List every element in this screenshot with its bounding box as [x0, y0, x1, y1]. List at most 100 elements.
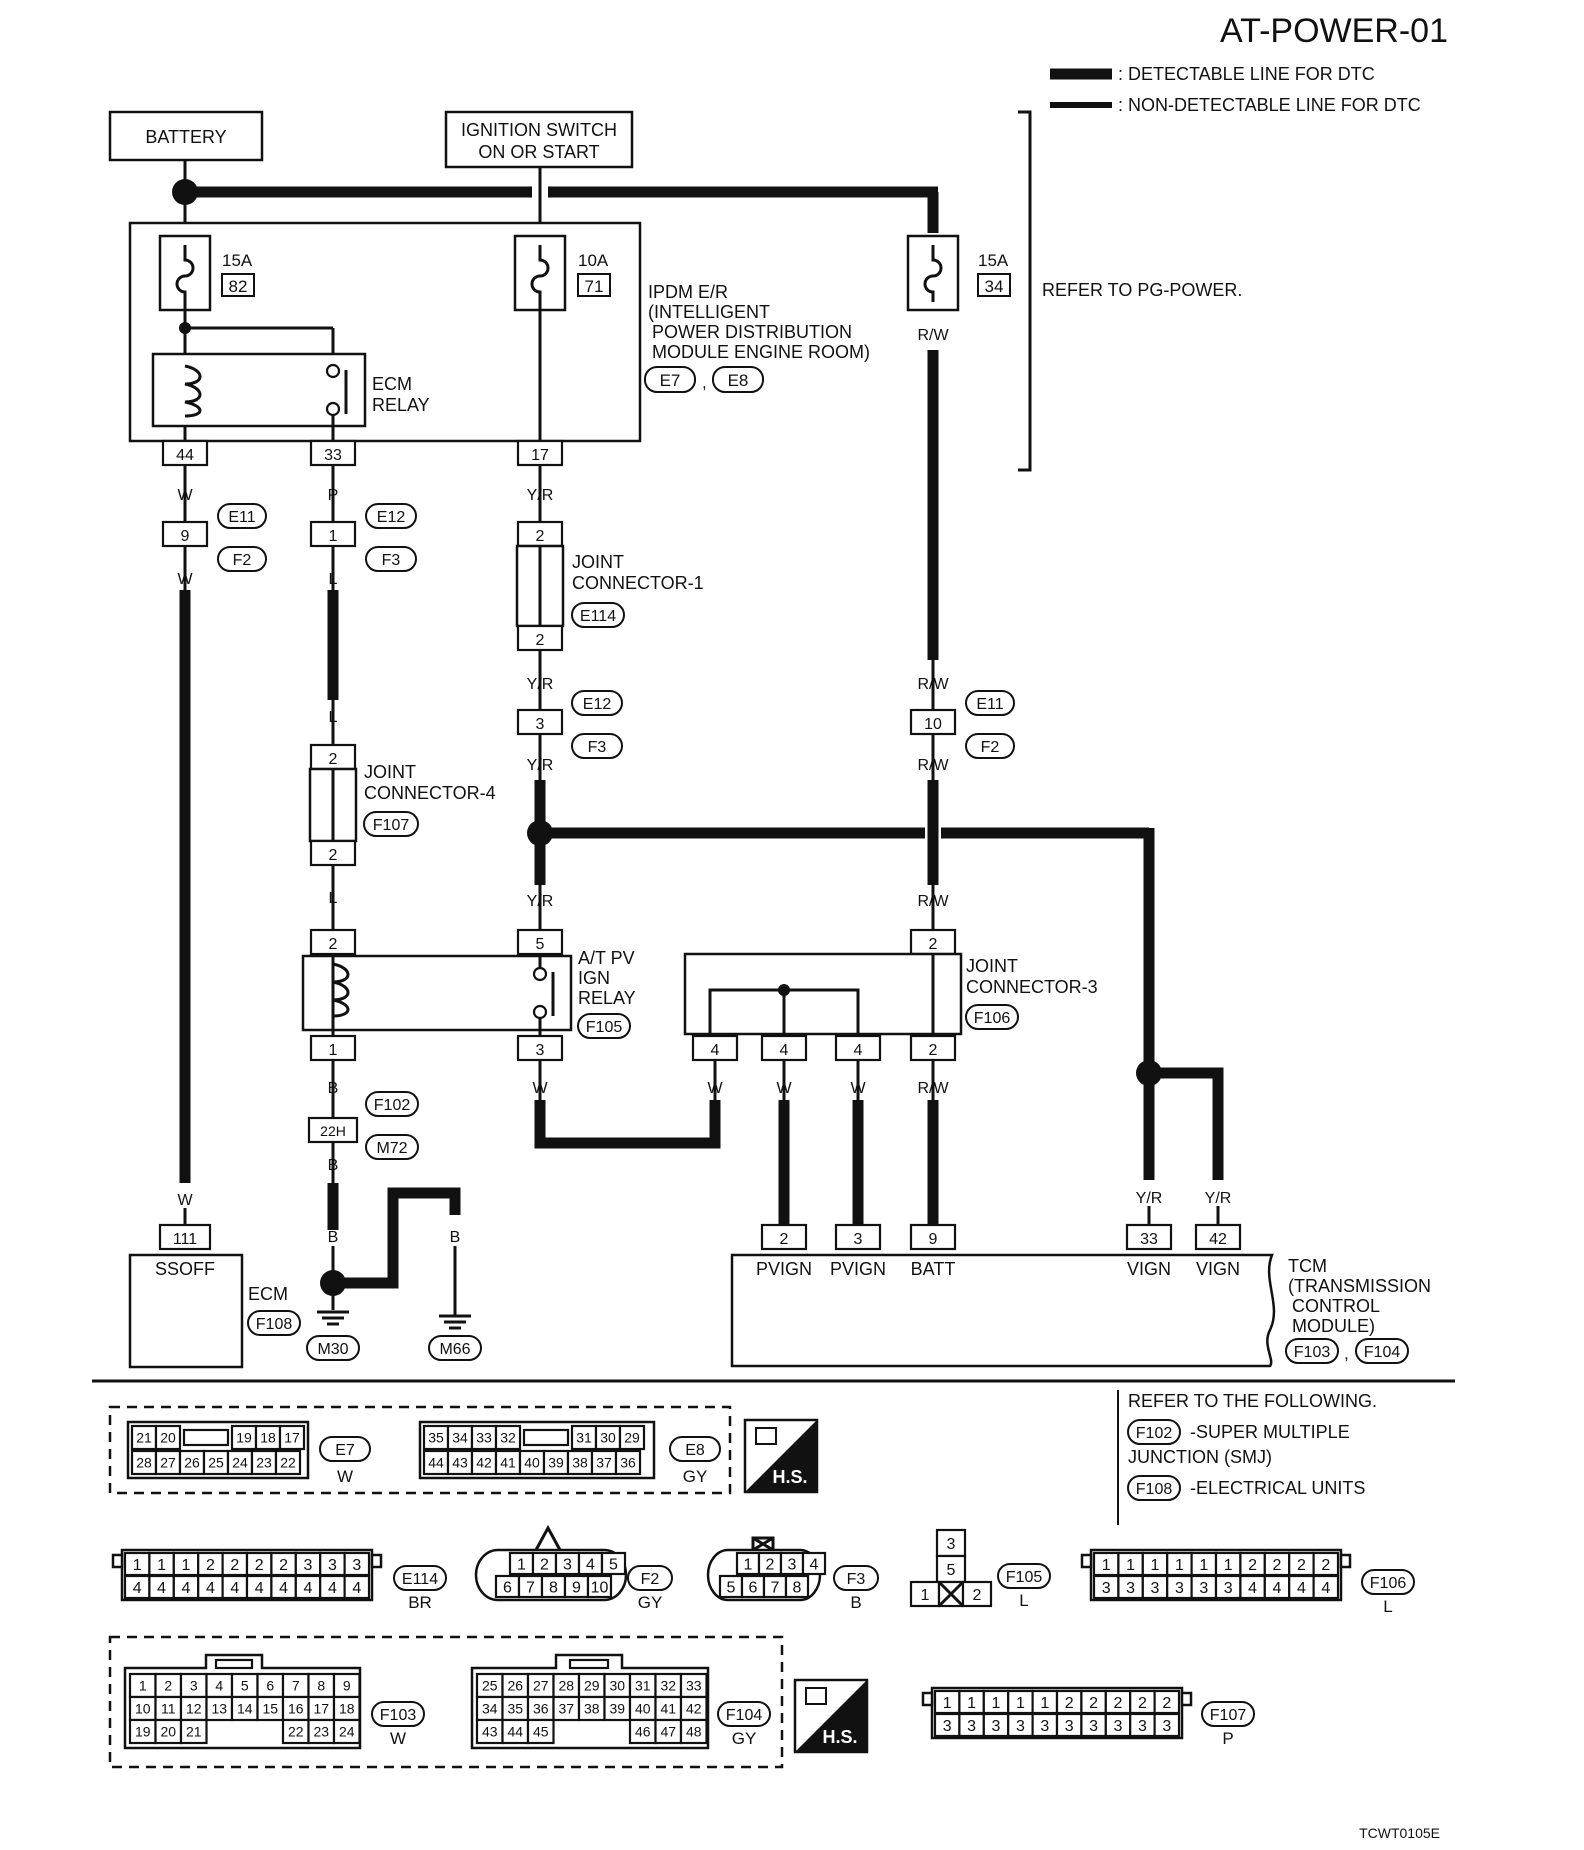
tcm-label-3: CONTROL [1292, 1296, 1380, 1316]
code-m66: M66 [439, 1341, 470, 1358]
connector-pin-number: 1 [139, 1678, 147, 1694]
connector-pin-number: 1 [992, 1695, 1001, 1712]
connector-pin-number: 44 [428, 1455, 444, 1471]
connector-pin-cell [614, 1449, 642, 1476]
connector-pin-number: 5 [241, 1678, 249, 1694]
connector-pin-number: 25 [208, 1455, 224, 1471]
tcm-pin-42: 42 [1194, 1223, 1242, 1251]
connector-pin-number: 4 [1321, 1580, 1330, 1597]
fuse-34-amp: 15A [978, 251, 1009, 270]
connector-pin-number: 1 [1175, 1557, 1184, 1574]
wire-label: B [328, 1080, 339, 1097]
connector-pin-number: 3 [190, 1678, 198, 1694]
connector-pin-cell [332, 1718, 361, 1745]
connector-pin-number: 1 [1126, 1557, 1135, 1574]
connector-pin-number: 31 [576, 1430, 592, 1446]
face-color-e114: BR [408, 1593, 432, 1612]
ipdm-label-1: IPDM E/R [648, 282, 728, 302]
conn-e12-f3-pin-1: 1 [309, 520, 357, 548]
connector-pin-number: 4 [133, 1580, 142, 1597]
svg-text:5: 5 [947, 1562, 956, 1579]
joint1-label-1: JOINT [572, 552, 624, 572]
code-m72: M72 [376, 1140, 407, 1157]
connector-lock-slot [182, 1428, 230, 1447]
ipdm-pin-33: 33 [309, 439, 357, 467]
connector-pin-number: 1 [182, 1557, 191, 1574]
connector-pin-number: 30 [609, 1678, 625, 1694]
refer-f102-desc-2: JUNCTION (SMJ) [1128, 1447, 1272, 1467]
wire-label: L [329, 571, 338, 588]
svg-text:4: 4 [854, 1042, 863, 1059]
connector-pin-number: 4 [230, 1580, 239, 1597]
connector-pin-number: 4 [279, 1580, 288, 1597]
code-f106: F106 [974, 1010, 1011, 1027]
tcm-pin-label-vign-2: VIGN [1196, 1259, 1240, 1279]
wire-label: W [177, 1192, 193, 1209]
connector-pin-number: 36 [533, 1701, 549, 1717]
connector-pin-number: 38 [572, 1455, 588, 1471]
connector-pin-cell [1312, 1574, 1340, 1600]
connector-pin-number: 40 [524, 1455, 540, 1471]
wire-w-relay-jc3 [534, 1100, 721, 1149]
svg-text:2: 2 [929, 936, 938, 953]
connector-pin-cell [586, 1574, 613, 1599]
wire-label: R/W [917, 893, 949, 910]
connector-pin-number: 42 [686, 1701, 702, 1717]
ipdm-label-4: MODULE ENGINE ROOM) [652, 342, 870, 362]
connector-pin-number: 13 [211, 1701, 227, 1717]
code-f102: F102 [374, 1097, 411, 1114]
code-e11: E11 [228, 509, 255, 526]
legend-detectable: : DETECTABLE LINE FOR DTC [1118, 64, 1375, 84]
joint-connector-1-pin-bottom: 2 [516, 624, 564, 652]
connector-pin-number: 4 [352, 1580, 361, 1597]
joint3-label-1: JOINT [966, 956, 1018, 976]
connector-pin-number: 4 [157, 1580, 166, 1597]
svg-text:2: 2 [329, 847, 338, 864]
svg-text:2: 2 [536, 632, 545, 649]
connector-pin-number: 35 [428, 1430, 444, 1446]
code-f2: F2 [981, 739, 1000, 756]
wire-label: B [388, 1229, 399, 1246]
svg-text:1: 1 [329, 1042, 338, 1059]
connector-pin-number: 2 [766, 1556, 775, 1573]
connector-pin-number: 3 [1065, 1718, 1074, 1735]
connector-pin-number: 24 [232, 1455, 248, 1471]
connector-pin-number: 9 [572, 1579, 581, 1596]
connector-pin-number: 21 [186, 1724, 202, 1740]
wire-label: R/W [917, 676, 949, 693]
ecm-relay-coil [184, 364, 202, 418]
connector-pin-number: 4 [586, 1556, 595, 1573]
tcm-pin-9: 9 [909, 1223, 957, 1251]
code-f107: F107 [373, 817, 410, 834]
code-f3: F3 [382, 552, 401, 569]
connector-pin-number: 38 [584, 1701, 600, 1717]
connector-pin-number: 45 [533, 1724, 549, 1740]
wire-label: Y/R [1136, 1190, 1163, 1207]
conn-e12-f3-pin-3: 3 [516, 708, 564, 736]
svg-text:3: 3 [536, 1042, 545, 1059]
connector-pin-number: 2 [1089, 1695, 1098, 1712]
connector-pin-number: 2 [1273, 1557, 1282, 1574]
face-color-f104: GY [732, 1729, 757, 1748]
ipdm-code-e7: E7 [660, 371, 681, 390]
connector-pin-cell [154, 1424, 182, 1451]
connector-pin-number: 41 [660, 1701, 676, 1717]
connector-pin-number: 5 [727, 1579, 736, 1596]
face-color-f3: B [850, 1593, 861, 1612]
connector-pin-number: 1 [1102, 1557, 1111, 1574]
face-color-e8: GY [683, 1467, 708, 1486]
connector-pin-number: 2 [540, 1556, 549, 1573]
connector-pin-number: 18 [260, 1430, 276, 1446]
figure-id: TCWT0105E [1359, 1825, 1440, 1841]
fuse-82-num: 82 [229, 277, 248, 296]
tcm-pin-3: 3 [834, 1223, 882, 1251]
connector-pin-number: 29 [584, 1678, 600, 1694]
connector-pin-number: 21 [136, 1430, 152, 1446]
svg-text:2: 2 [780, 1231, 789, 1248]
connector-pin-number: 3 [304, 1557, 313, 1574]
refer-bracket [1018, 110, 1032, 472]
